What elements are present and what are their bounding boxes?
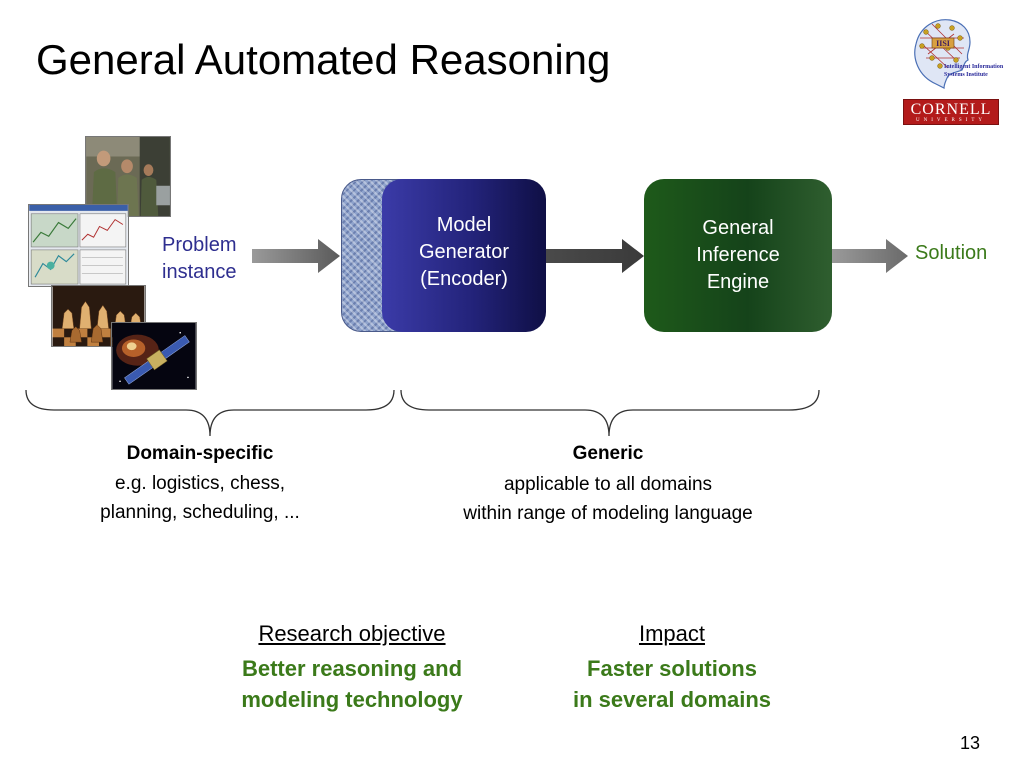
solution-label: Solution xyxy=(915,242,988,264)
research-objective-block: Research objective Better reasoning and … xyxy=(202,621,502,715)
research-line2: modeling technology xyxy=(241,687,463,712)
impact-block: Impact Faster solutions in several domai… xyxy=(522,621,822,715)
problem-instance-label: Problem instance xyxy=(162,232,237,286)
research-line1: Better reasoning and xyxy=(241,656,463,681)
cornell-logo: CORNELL UNIVERSITY xyxy=(903,99,999,125)
cornell-name: CORNELL xyxy=(910,101,992,118)
impact-heading: Impact xyxy=(638,621,706,646)
generic-column: Generic applicable to all domains within… xyxy=(408,443,808,528)
slide-title: General Automated Reasoning xyxy=(36,36,611,83)
iisi-line2: Systems Institute xyxy=(944,72,988,78)
soldiers-photo xyxy=(85,136,171,217)
left-brace xyxy=(25,389,395,437)
encoder-line3: (Encoder) xyxy=(420,268,508,290)
engine-line2: Inference xyxy=(696,244,780,266)
generic-heading: Generic xyxy=(572,443,644,464)
domain-specific-text: e.g. logistics, chess, planning, schedul… xyxy=(60,469,340,527)
encoder-line2: Generator xyxy=(418,241,510,263)
domain-specific-line2: planning, scheduling, ... xyxy=(100,502,300,523)
problem-label-line2: instance xyxy=(162,261,237,283)
research-objective-heading: Research objective xyxy=(258,621,446,646)
model-generator-box: Model Generator (Encoder) xyxy=(382,179,546,332)
iisi-acronym: IISI xyxy=(936,39,950,48)
domain-specific-column: Domain-specific e.g. logistics, chess, p… xyxy=(60,443,340,527)
engine-line1: General xyxy=(702,217,774,239)
input-arrow xyxy=(252,239,340,273)
domain-specific-line1: e.g. logistics, chess, xyxy=(114,473,286,494)
generic-line1: applicable to all domains xyxy=(503,474,713,495)
right-brace xyxy=(400,389,820,437)
generic-line2: within range of modeling language xyxy=(463,503,753,524)
satellite-photo xyxy=(111,322,197,390)
cornell-sub: UNIVERSITY xyxy=(916,118,986,123)
impact-line2: in several domains xyxy=(572,687,772,712)
iisi-logo: IISI Intelligent Information Systems Ins… xyxy=(914,19,1004,89)
problem-label-line1: Problem xyxy=(162,234,237,256)
inference-engine-box: General Inference Engine xyxy=(644,179,832,332)
iisi-line1: Intelligent Information xyxy=(944,64,1004,70)
output-arrow xyxy=(832,239,908,273)
research-objective-text: Better reasoning and modeling technology xyxy=(202,653,502,715)
encoder-line1: Model xyxy=(436,214,492,236)
page-number: 13 xyxy=(960,733,981,753)
impact-line1: Faster solutions xyxy=(587,656,757,681)
generic-text: applicable to all domains within range o… xyxy=(408,470,808,528)
middle-arrow xyxy=(546,239,644,273)
impact-text: Faster solutions in several domains xyxy=(522,653,822,715)
domain-specific-heading: Domain-specific xyxy=(126,443,274,464)
engine-line3: Engine xyxy=(706,271,770,293)
logistics-screenshot xyxy=(28,204,129,287)
